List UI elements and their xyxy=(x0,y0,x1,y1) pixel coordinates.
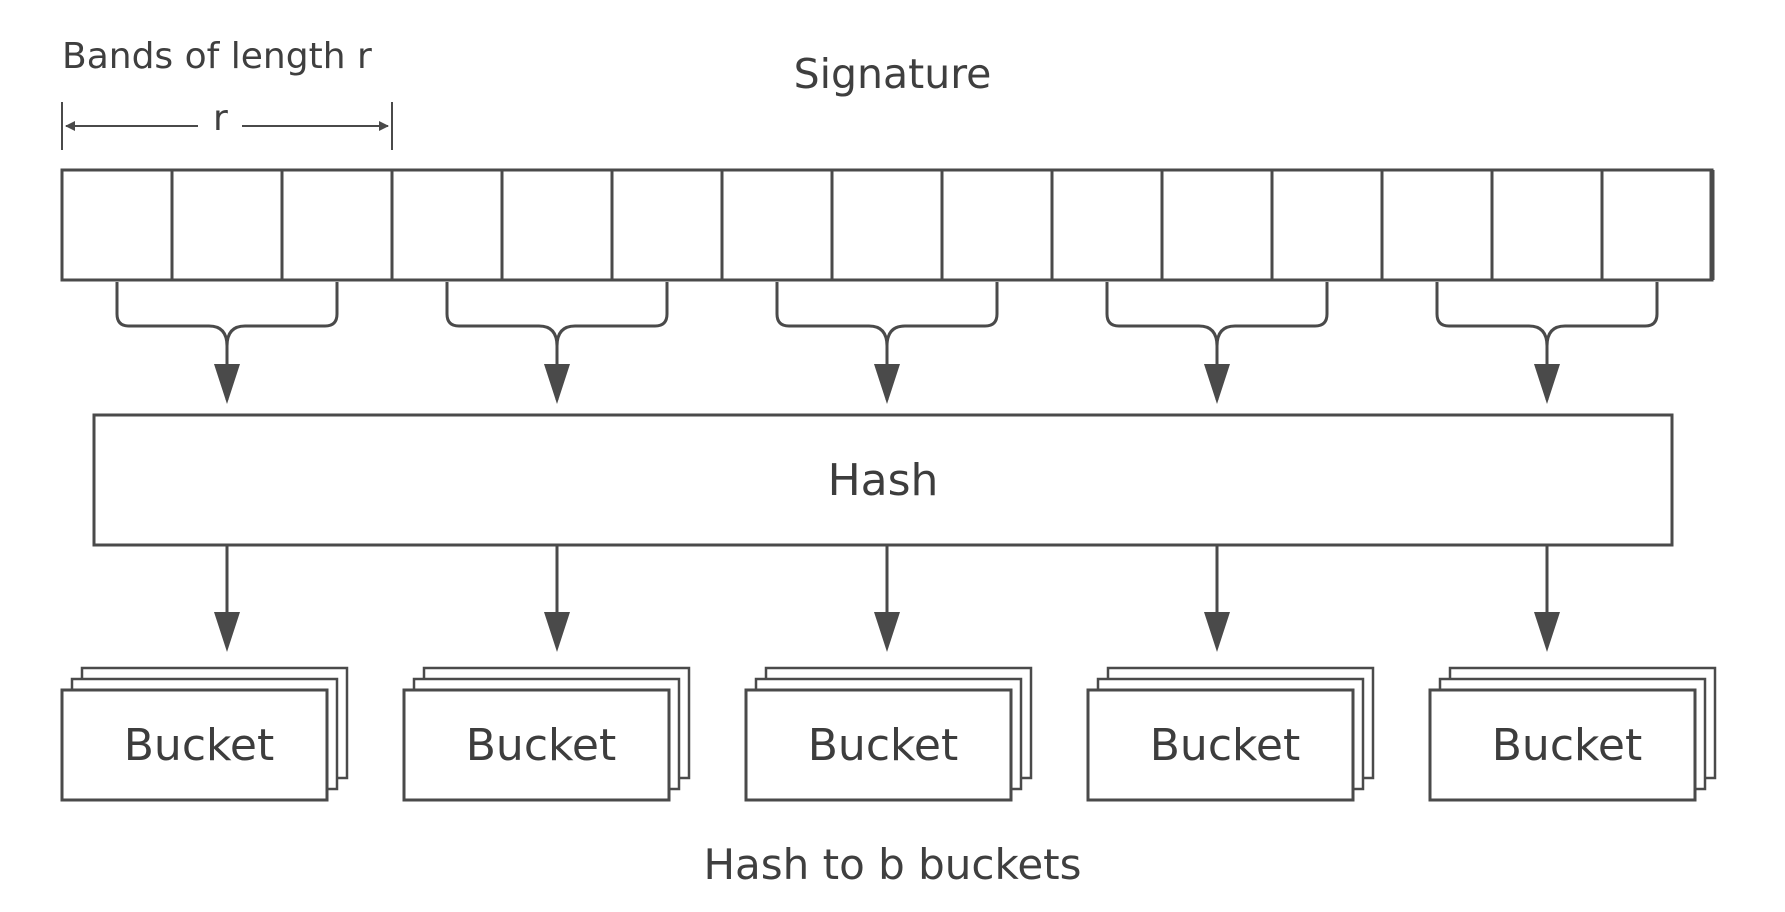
band-arrowhead xyxy=(874,364,900,404)
band-arrowhead xyxy=(544,364,570,404)
hash-arrowhead xyxy=(1204,612,1230,652)
signature-cell xyxy=(60,168,174,282)
band-width-indicator xyxy=(61,102,393,150)
signature-cell xyxy=(1380,168,1494,282)
bucket-box xyxy=(1086,688,1355,802)
signature-cell xyxy=(280,168,394,282)
bucket-label: Bucket xyxy=(466,720,617,771)
signature-cell xyxy=(500,168,614,282)
signature-cell xyxy=(830,168,944,282)
bucket-stack: Bucket xyxy=(402,666,691,802)
signature-cell xyxy=(940,168,1054,282)
signature-cell xyxy=(720,168,834,282)
footer-label: Hash to b buckets xyxy=(703,840,1082,889)
bucket-box xyxy=(1428,688,1697,802)
band-brace xyxy=(775,282,999,347)
signature-row xyxy=(60,168,1715,282)
band-arrowhead xyxy=(1204,364,1230,404)
bucket-box xyxy=(60,688,329,802)
bucket-stack: Bucket xyxy=(1428,666,1717,802)
band-length-label: Bands of length r xyxy=(62,36,372,77)
band-brace xyxy=(445,282,669,347)
signature-cell xyxy=(1600,168,1714,282)
signature-title: Signature xyxy=(793,50,992,98)
bucket-box xyxy=(744,688,1013,802)
signature-cell xyxy=(1490,168,1604,282)
band-brace xyxy=(1105,282,1329,347)
band-connectors xyxy=(115,282,1659,404)
bucket-stack: Bucket xyxy=(60,666,349,802)
bucket-label: Bucket xyxy=(1150,720,1301,771)
bucket-label: Bucket xyxy=(1492,720,1643,771)
signature-cell xyxy=(390,168,504,282)
hash-arrowhead xyxy=(544,612,570,652)
signature-cell xyxy=(1050,168,1164,282)
band-arrowhead xyxy=(1534,364,1560,404)
band-width-label: r xyxy=(213,98,228,139)
bucket-stack: Bucket xyxy=(1086,666,1375,802)
signature-cell xyxy=(610,168,724,282)
bucket-stack: Bucket xyxy=(744,666,1033,802)
band-arrowhead xyxy=(214,364,240,404)
signature-cell xyxy=(1270,168,1384,282)
hash-arrowhead xyxy=(1534,612,1560,652)
hash-arrowhead xyxy=(214,612,240,652)
bucket-label: Bucket xyxy=(808,720,959,771)
bucket-label: Bucket xyxy=(124,720,275,771)
signature-cell xyxy=(170,168,284,282)
hash-box: Hash xyxy=(92,413,1674,547)
hash-label: Hash xyxy=(828,455,939,506)
band-brace xyxy=(1435,282,1659,347)
signature-cell xyxy=(1160,168,1274,282)
hash-arrowhead xyxy=(874,612,900,652)
bucket-box xyxy=(402,688,671,802)
band-brace xyxy=(115,282,339,347)
bucket-group: Bucket Bucket Bucket Bucket Bucket xyxy=(60,545,1717,802)
